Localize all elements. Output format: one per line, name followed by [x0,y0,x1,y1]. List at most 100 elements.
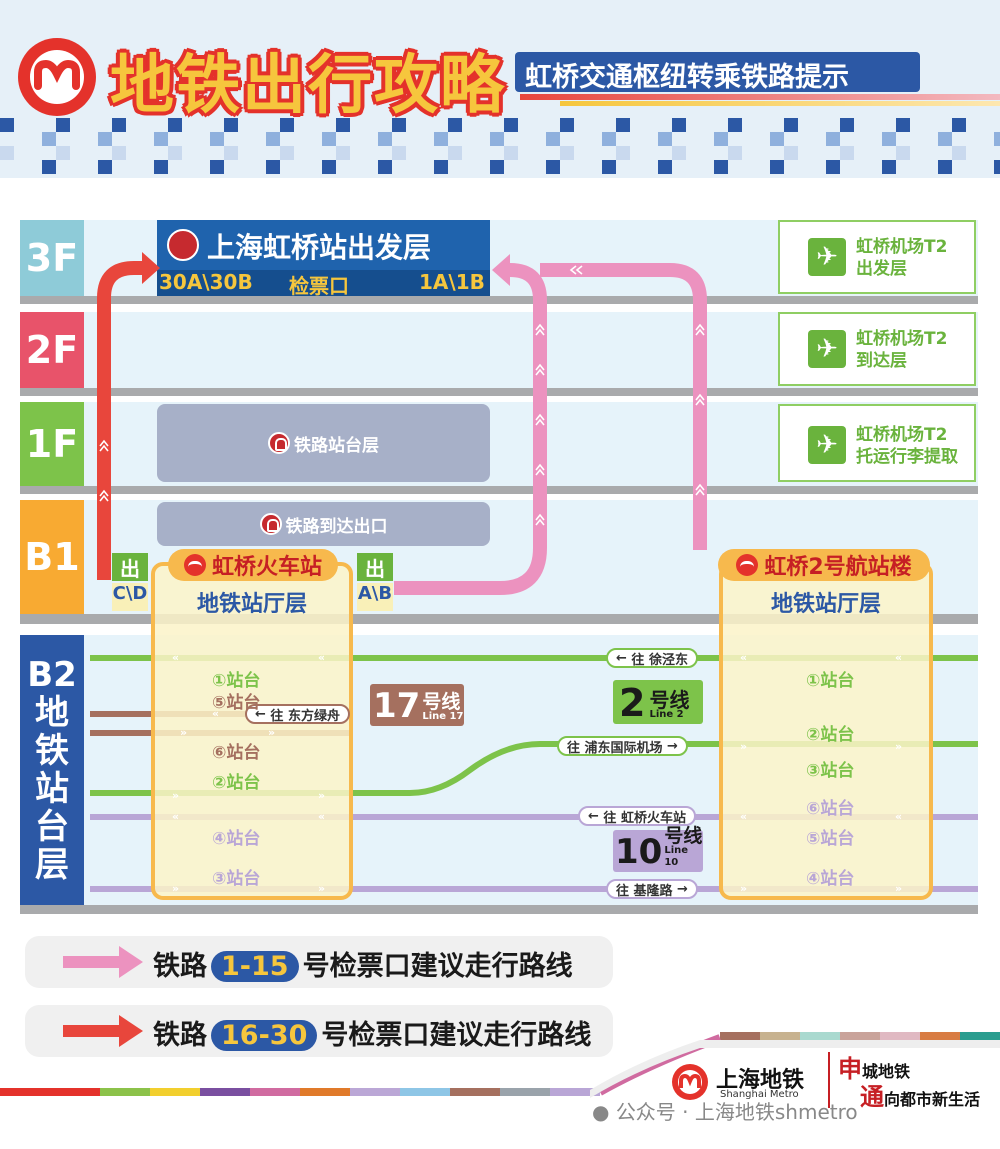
hall-name: 虹桥火车站 [211,555,322,580]
exit-ab-letters: A\B [357,583,393,611]
checker-square [434,132,448,146]
checker-square [560,118,574,132]
checker-square [938,160,952,174]
checker-square [602,160,616,174]
dir-label: 往 虹桥火车站 [603,810,686,826]
railway-platform-level: 铁路站台层 [157,404,490,482]
floor-label-b1: B1 [20,500,84,614]
checker-square [210,132,224,146]
platform-label: ①站台 [212,671,261,691]
checker-square [994,132,1000,146]
checker-square [994,160,1000,174]
checker-square [784,118,798,132]
checker-square [616,146,630,160]
floor-label-2f: 2F [20,312,84,388]
shanghai-metro-logo-icon [18,38,96,116]
footer-slogan: 申城地铁 通向都市新生活 [838,1056,980,1112]
checker-square [882,160,896,174]
wechat-icon: ● [592,1100,616,1124]
platform-label: ⑤站台 [212,693,261,713]
checker-square [784,146,798,160]
red-route-path [97,261,146,580]
dir-label: 往 基隆路 [616,883,673,899]
pink-route-arrowhead [492,254,510,286]
checker-square [840,146,854,160]
checker-square [952,118,966,132]
dir-pudong-airport: 往 浦东国际机场 → [557,736,688,756]
metro-logo-icon [672,1064,708,1100]
line10-en: Line 10 [664,845,689,868]
checker-square [434,160,448,174]
arrow-right-icon: → [672,881,688,897]
checker-square [0,146,14,160]
t2-box-line2: 到达层 [856,351,907,371]
checker-square [770,160,784,174]
checker-square [952,146,966,160]
checker-square [280,118,294,132]
dir-hongqiao-station: ← 往 虹桥火车站 [578,806,696,826]
platform-label: ⑥站台 [212,743,261,763]
line17-badge: 17 号线 Line 17 [370,684,464,726]
legend-suffix: 号检票口建议走行路线 [302,951,573,982]
band-segment [250,1088,300,1096]
gate-left: 30A\30B [159,270,253,294]
dir-label: 往 徐泾东 [631,652,688,668]
floor-separator [20,905,978,914]
checker-square [168,118,182,132]
checker-square [98,132,112,146]
checker-square [154,132,168,146]
gate-bar: 30A\30B 检票口 1A\1B [157,270,490,298]
checker-square [896,146,910,160]
floor-separator [20,486,978,494]
checker-square [602,132,616,146]
checker-square [490,132,504,146]
checker-square [826,160,840,174]
t2-box-line1: 虹桥机场T2 [856,425,948,445]
metro-logo-icon [736,554,759,576]
exit-ab-badge: 出 [357,553,393,581]
floor-label-b2: B2 地 铁 站 台 层 [20,635,84,905]
checker-square [168,146,182,160]
red-route-arrowhead [142,252,160,284]
t2-box-line2: 出发层 [856,259,907,279]
legend-prefix: 铁路 [153,1020,207,1051]
hongqiao-station-hall [151,562,353,900]
t2-box-line1: 虹桥机场T2 [856,237,948,257]
checker-square [448,146,462,160]
red-arrow-icon [63,1015,143,1047]
railway-icon [259,513,282,535]
checker-square [616,118,630,132]
band-segment [350,1088,400,1096]
line10-badge: 10 号线 Line 10 [613,827,703,872]
checker-square [224,146,238,160]
checker-square [392,146,406,160]
checker-square [378,160,392,174]
footer-divider [828,1052,830,1108]
checker-square [280,146,294,160]
checker-square [658,160,672,174]
checker-square [896,118,910,132]
checker-square [504,146,518,160]
platform-label: ③站台 [806,761,855,781]
footer-color-band [0,1032,1000,1098]
slogan-lead: 申 [838,1054,862,1083]
checker-square [714,160,728,174]
airplane-icon: ✈ [808,330,846,368]
line2-num: 2 [619,681,646,725]
checker-square [56,146,70,160]
checker-square [826,132,840,146]
checker-square [672,118,686,132]
departure-title: 上海虹桥站出发层 [207,231,432,264]
decor-stripe-red [520,94,1000,100]
exit-cd-badge: 出 [112,553,148,581]
checker-square [392,118,406,132]
line10-track-upper [90,814,978,820]
platform-label: ①站台 [806,671,855,691]
band-segment [920,1032,960,1040]
checker-square [336,118,350,132]
floor-label-1f: 1F [20,402,84,486]
